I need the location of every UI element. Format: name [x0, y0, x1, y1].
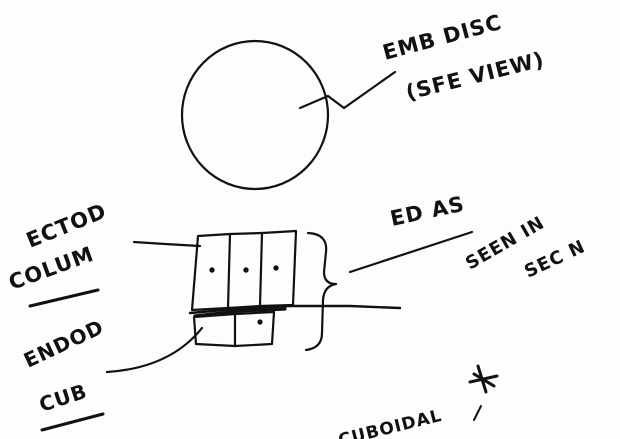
ed-pointer-line: [348, 230, 474, 274]
star-mark: [468, 364, 499, 394]
ectod-pointer-line: [132, 240, 202, 248]
colum-underline: [28, 288, 100, 308]
cub-label: CUB: [36, 379, 90, 417]
cub-underline: [40, 412, 105, 432]
embryonic-disc-circle: [180, 39, 330, 191]
sec-n-label: SEC N: [521, 236, 589, 282]
colum-label: COLUM: [6, 242, 98, 295]
emb-disc-label-line2: (SFE VIEW): [403, 47, 546, 105]
endod-pointer-line: [105, 326, 204, 374]
section-brace: [304, 231, 338, 352]
ectoderm-columnar-cells: [190, 229, 298, 312]
disc-pointer-line: [298, 70, 397, 110]
emb-disc-label-line1: EMB DISC: [380, 10, 504, 65]
endoderm-cuboidal-cells: [192, 310, 276, 348]
ectod-label: ECTOD: [23, 199, 110, 253]
bottom-note-label: CUBOIDAL: [336, 406, 444, 439]
endod-label: ENDOD: [20, 315, 108, 373]
ed-as-label: ED AS: [388, 192, 467, 231]
layer-boundary-line: [188, 304, 402, 315]
